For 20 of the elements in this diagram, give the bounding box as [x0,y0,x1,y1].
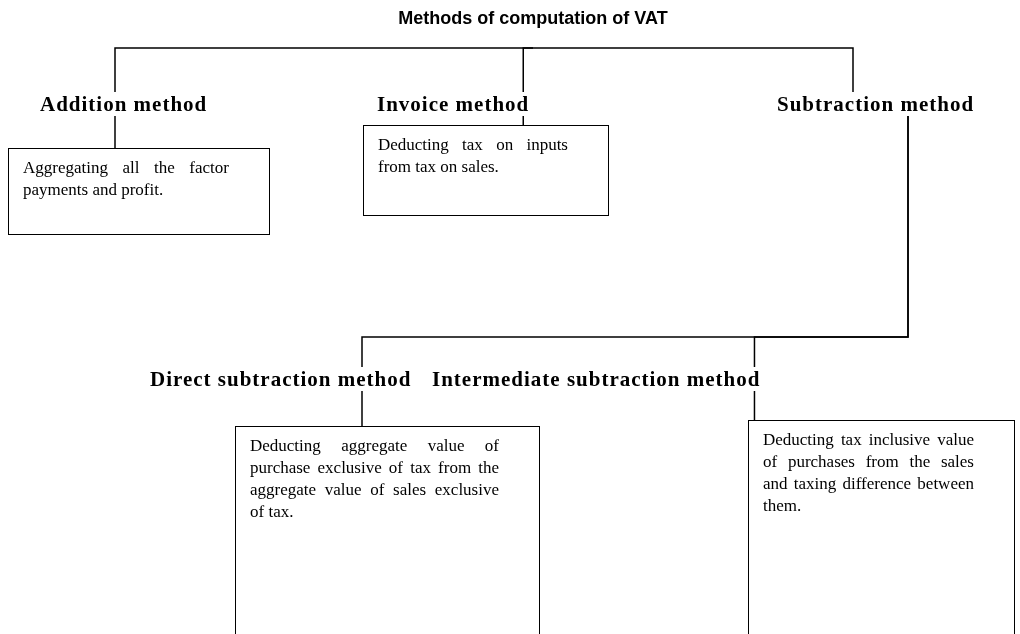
connector-line [753,115,909,368]
method-heading: Intermediate subtraction method [432,367,761,391]
description-text: Deducting tax inclusive value of purchases from the sales and taxing difference between them. [763,429,974,517]
method-heading: Subtraction method [777,92,975,116]
method-heading: Direct subtraction method [150,367,412,391]
connector-line [114,115,116,149]
text-box [235,426,540,634]
method-heading: Addition method [40,92,208,116]
connector-line [532,47,854,93]
description-text: Deducting tax on inputs from tax on sales. [378,134,568,178]
description-text: Aggregating all the factor payments and profit. [23,157,229,201]
text-box [363,125,609,216]
diagram-title: Methods of computation of VAT [398,8,668,28]
connector-line [361,390,363,427]
text-box [748,420,1015,634]
connector-line [753,390,756,421]
text-box [8,148,270,235]
description-text: Deducting aggregate value of purchase exclusive of tax from the aggregate value of sales exclusive of tax. [250,435,499,523]
method-heading: Invoice method [377,92,530,116]
connector-line [522,47,534,93]
